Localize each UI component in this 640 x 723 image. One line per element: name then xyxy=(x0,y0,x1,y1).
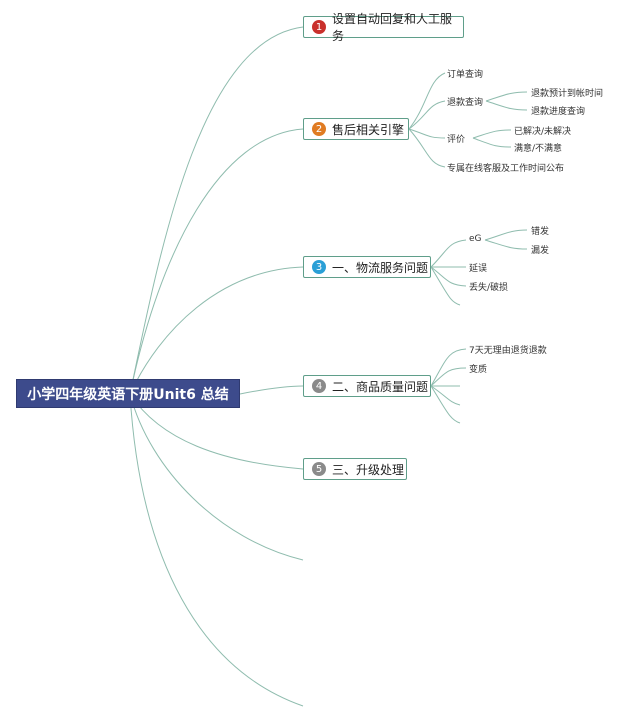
number-badge: 4 xyxy=(312,379,326,393)
number-badge: 2 xyxy=(312,122,326,136)
leaf-eg[interactable]: eG xyxy=(469,234,482,244)
topic-label: 售后相关引擎 xyxy=(332,122,405,137)
leaf-delay[interactable]: 延误 xyxy=(469,264,488,274)
leaf-wrong-ship[interactable]: 错发 xyxy=(531,227,550,237)
leaf-review[interactable]: 评价 xyxy=(447,135,466,145)
topic-quality[interactable]: 4 二、商品质量问题 xyxy=(303,375,431,397)
number-badge: 1 xyxy=(312,20,326,34)
leaf-7day-return[interactable]: 7天无理由退货退款 xyxy=(469,346,547,356)
leaf-refund-progress[interactable]: 退款进度查询 xyxy=(531,107,586,117)
leaf-refund-query[interactable]: 退款查询 xyxy=(447,98,484,108)
leaf-service-hours[interactable]: 专属在线客服及工作时间公布 xyxy=(447,164,565,174)
root-label: 小学四年级英语下册Unit6 总结 xyxy=(27,386,229,403)
leaf-missing-ship[interactable]: 漏发 xyxy=(531,246,550,256)
leaf-refund-eta[interactable]: 退款预计到帐时间 xyxy=(531,89,604,99)
number-badge: 3 xyxy=(312,260,326,274)
leaf-resolved[interactable]: 已解决/未解决 xyxy=(514,127,572,137)
root-topic[interactable]: 小学四年级英语下册Unit6 总结 xyxy=(16,379,240,408)
leaf-spoiled[interactable]: 变质 xyxy=(469,365,488,375)
topic-escalation[interactable]: 5 三、升级处理 xyxy=(303,458,407,480)
topic-logistics[interactable]: 3 一、物流服务问题 xyxy=(303,256,431,278)
topic-label: 二、商品质量问题 xyxy=(332,379,429,394)
leaf-satisfied[interactable]: 满意/不满意 xyxy=(514,144,563,154)
topic-auto-reply[interactable]: 1 设置自动回复和人工服务 xyxy=(303,12,464,43)
leaf-order-query[interactable]: 订单查询 xyxy=(447,70,484,80)
number-badge: 5 xyxy=(312,462,326,476)
topic-after-sales[interactable]: 2 售后相关引擎 xyxy=(303,118,409,140)
leaf-lost-damaged[interactable]: 丢失/破损 xyxy=(469,283,509,293)
topic-label: 一、物流服务问题 xyxy=(332,260,429,275)
topic-label: 三、升级处理 xyxy=(332,462,405,477)
topic-label: 设置自动回复和人工服务 xyxy=(332,12,453,43)
